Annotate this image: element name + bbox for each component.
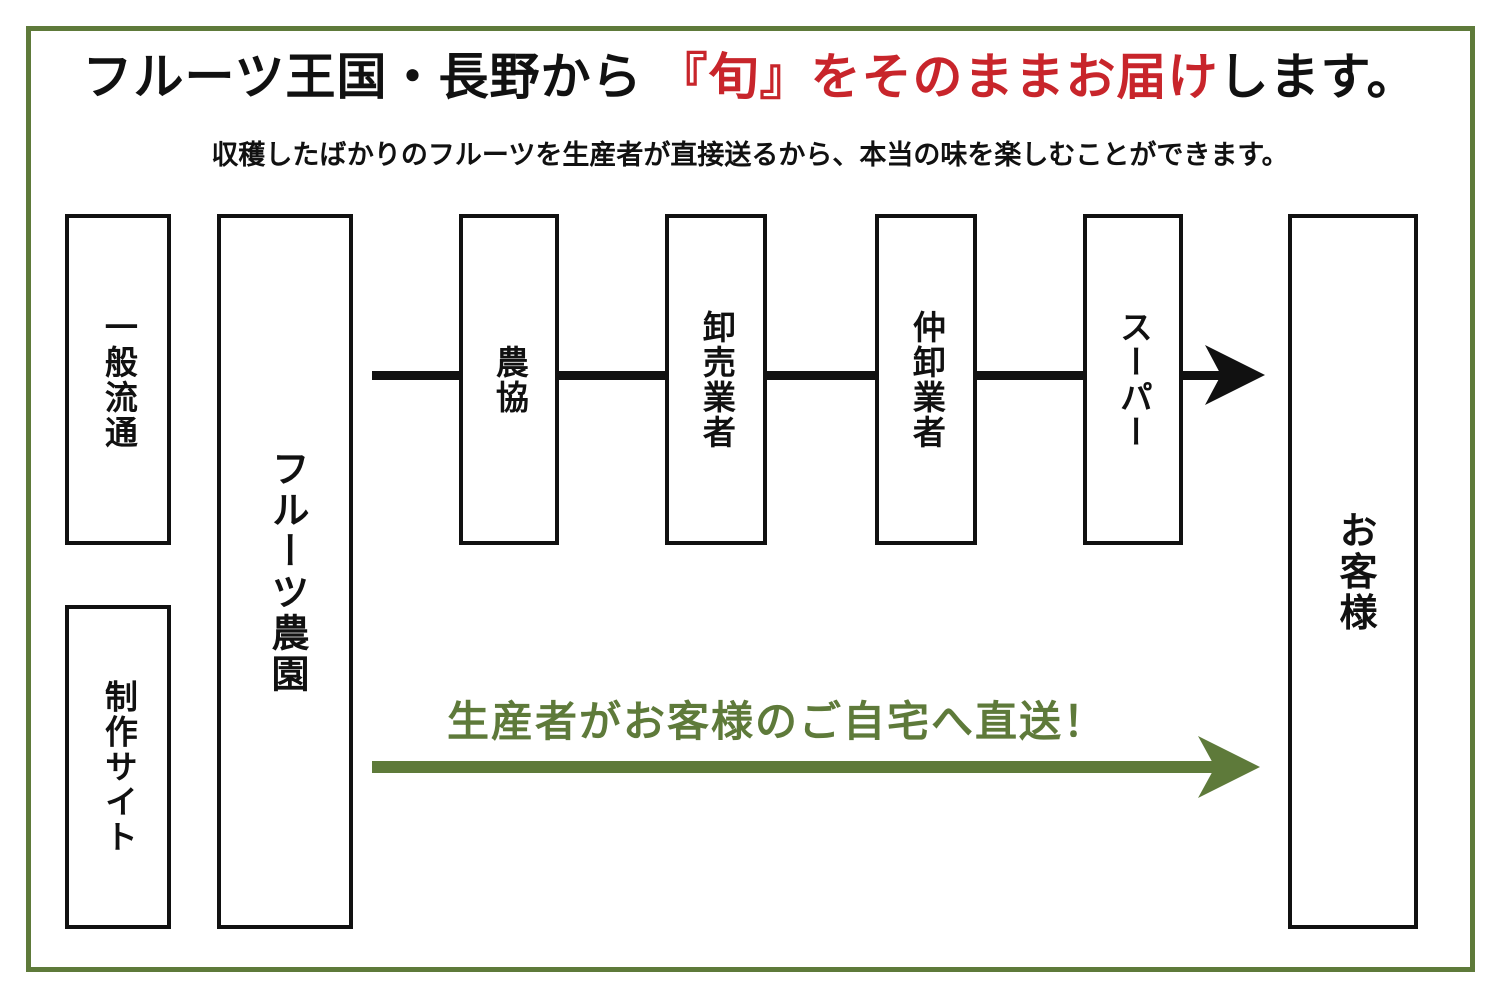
flow-node-wholesaler: 卸売業者 (665, 214, 767, 545)
direct-shipping-arrow-shaft (372, 761, 1230, 773)
headline-highlight: 『旬』をそのままお届け (657, 49, 1219, 105)
outer-frame (26, 26, 1475, 972)
flow-node-coop: 農協 (459, 214, 559, 545)
legend-box-production-site-label: 制作サイト (100, 679, 138, 855)
connector-coop-to-wholesaler (556, 371, 668, 380)
flow-node-orchard-label: フルーツ農園 (264, 448, 307, 695)
flow-node-supermarket: スーパー (1083, 214, 1183, 545)
connector-wholesaler-to-broker (764, 371, 878, 380)
connector-orchard-to-coop (372, 371, 462, 380)
headline-part2: します。 (1218, 49, 1418, 105)
page-title: フルーツ王国・長野から 『旬』をそのままお届けします。 (0, 50, 1500, 105)
legend-box-general-distribution-label: 一般流通 (100, 309, 138, 450)
flow-node-customer: お客様 (1288, 214, 1418, 929)
legend-box-production-site: 制作サイト (65, 605, 171, 929)
flow-node-broker-label: 仲卸業者 (908, 309, 946, 450)
headline-part1: フルーツ王国・長野から (82, 49, 658, 105)
direct-shipping-caption: 生産者がお客様のご自宅へ直送！ (447, 698, 1108, 745)
legend-box-general-distribution: 一般流通 (65, 214, 171, 545)
flow-node-supermarket-label: スーパー (1115, 309, 1153, 450)
flow-node-orchard: フルーツ農園 (217, 214, 353, 929)
flow-node-coop-label: 農協 (491, 344, 529, 415)
arrow-head-black-icon (1205, 345, 1265, 405)
flow-node-customer-label: お客様 (1332, 510, 1375, 633)
connector-broker-to-supermarket (974, 371, 1086, 380)
arrow-head-green-icon (1198, 736, 1260, 798)
flow-node-wholesaler-label: 卸売業者 (698, 309, 736, 450)
page-subtitle: 収穫したばかりのフルーツを生産者が直接送るから、本当の味を楽しむことができます。 (211, 140, 1289, 170)
flow-node-broker: 仲卸業者 (875, 214, 977, 545)
connector-supermarket-to-customer (1180, 371, 1235, 380)
